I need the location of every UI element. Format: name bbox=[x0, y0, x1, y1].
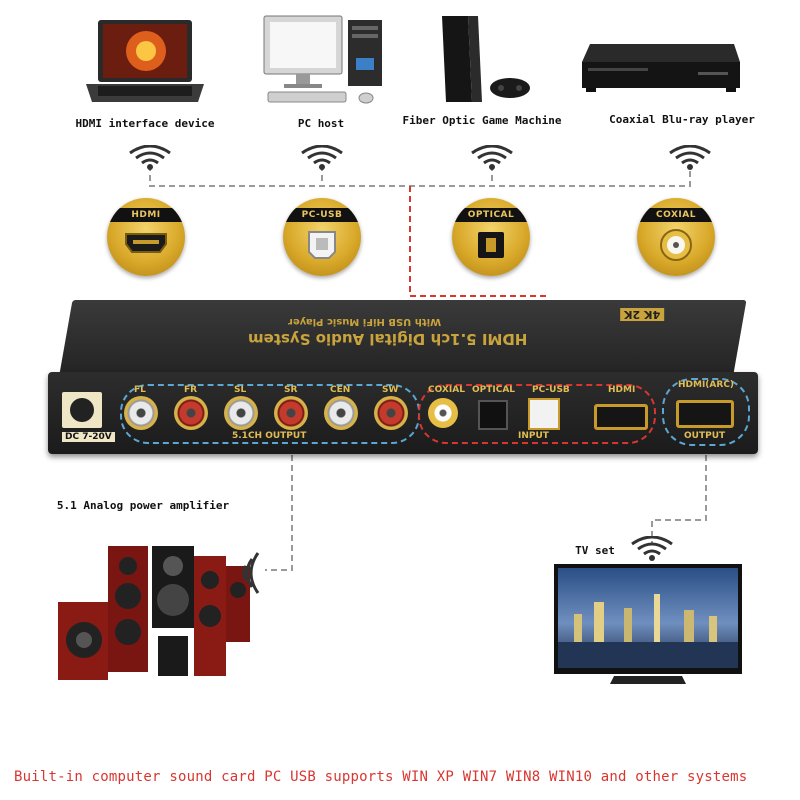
port-circle-optical: OPTICAL bbox=[452, 198, 530, 276]
port-label-coaxial: COXIAL bbox=[656, 210, 696, 220]
optical-port-icon bbox=[478, 232, 504, 258]
hdmi-out-label: HDMI(ARC) bbox=[678, 380, 735, 390]
input-label-pc-usb: PC-USB bbox=[532, 385, 570, 395]
hdmi-out-group-label: OUTPUT bbox=[684, 431, 726, 441]
rca-jack-fr[interactable] bbox=[174, 396, 208, 430]
speaker-set-icon bbox=[58, 546, 250, 680]
input-label-optical: OPTICAL bbox=[472, 385, 516, 395]
output-ch-sw-label: SW bbox=[382, 385, 399, 395]
hdmi-input-jack[interactable] bbox=[594, 404, 648, 430]
hdmi-output-outline bbox=[662, 378, 750, 446]
rca-jack-fl[interactable] bbox=[124, 396, 158, 430]
rca-jack-sl[interactable] bbox=[224, 396, 258, 430]
bluray-player-icon bbox=[582, 44, 740, 92]
output-ch-sr-label: SR bbox=[284, 385, 298, 395]
audio-decoder-device: 4K 2K HDMI 5.1ch Digital Audio System Wi… bbox=[48, 300, 758, 454]
source-label-pc-host: PC host bbox=[297, 117, 345, 130]
dc-power-jack[interactable] bbox=[62, 392, 102, 428]
dc-power-label: DC 7-20V bbox=[62, 432, 115, 442]
device-title: HDMI 5.1ch Digital Audio System bbox=[248, 330, 528, 348]
rca-jack-cen[interactable] bbox=[324, 396, 358, 430]
output-ch-sl-label: SL bbox=[234, 385, 247, 395]
game-console-icon bbox=[442, 16, 530, 102]
output-group-label: 5.1CH OUTPUT bbox=[232, 431, 307, 441]
source-label-hdmi-device: HDMI interface device bbox=[75, 117, 215, 130]
coaxial-input-jack[interactable] bbox=[428, 398, 458, 428]
port-label-hdmi: HDMI bbox=[131, 210, 161, 220]
port-circle-pc-usb: PC-USB bbox=[283, 198, 361, 276]
wireless-signal-icon bbox=[631, 536, 673, 561]
port-label-optical: OPTICAL bbox=[467, 210, 515, 220]
port-circle-coaxial: COXIAL bbox=[637, 198, 715, 276]
coaxial-port-icon bbox=[660, 229, 692, 261]
wireless-signal-icon bbox=[129, 145, 171, 170]
output-ch-fr-label: FR bbox=[184, 385, 198, 395]
port-circle-hdmi: HDMI bbox=[107, 198, 185, 276]
wireless-signal-icon bbox=[471, 145, 513, 170]
usb-input-jack[interactable] bbox=[528, 398, 560, 430]
input-label-coaxial: COXIAL bbox=[428, 385, 465, 395]
device-badge: 4K 2K bbox=[620, 308, 665, 321]
wireless-signal-icon bbox=[301, 145, 343, 170]
usb-b-port-icon bbox=[308, 231, 336, 259]
rca-jack-sr[interactable] bbox=[274, 396, 308, 430]
hdmi-port-icon bbox=[125, 233, 167, 253]
source-label-game-machine: Fiber Optic Game Machine bbox=[402, 114, 562, 127]
input-group-outline bbox=[418, 384, 656, 444]
device-subtitle: With USB HiFi Music Player bbox=[288, 316, 442, 327]
output-ch-cen-label: CEN bbox=[330, 385, 351, 395]
tv-label: TV set bbox=[575, 544, 615, 557]
laptop-icon bbox=[86, 20, 204, 102]
output-ch-fl-label: FL bbox=[134, 385, 146, 395]
port-label-pc-usb: PC-USB bbox=[301, 210, 343, 220]
input-group-label: INPUT bbox=[518, 431, 549, 441]
optical-input-jack[interactable] bbox=[478, 400, 508, 430]
rca-jack-sw[interactable] bbox=[374, 396, 408, 430]
hdmi-arc-output-jack[interactable] bbox=[676, 400, 734, 428]
desktop-pc-icon bbox=[263, 15, 382, 104]
amplifier-label: 5.1 Analog power amplifier bbox=[56, 499, 230, 512]
wireless-signal-icon bbox=[242, 552, 260, 594]
tv-icon bbox=[554, 564, 742, 684]
wireless-signal-icon bbox=[669, 145, 711, 170]
source-label-bluray: Coaxial Blu-ray player bbox=[609, 113, 755, 126]
input-label-hdmi: HDMI bbox=[608, 385, 636, 395]
footer-caption: Built-in computer sound card PC USB supp… bbox=[14, 769, 748, 785]
